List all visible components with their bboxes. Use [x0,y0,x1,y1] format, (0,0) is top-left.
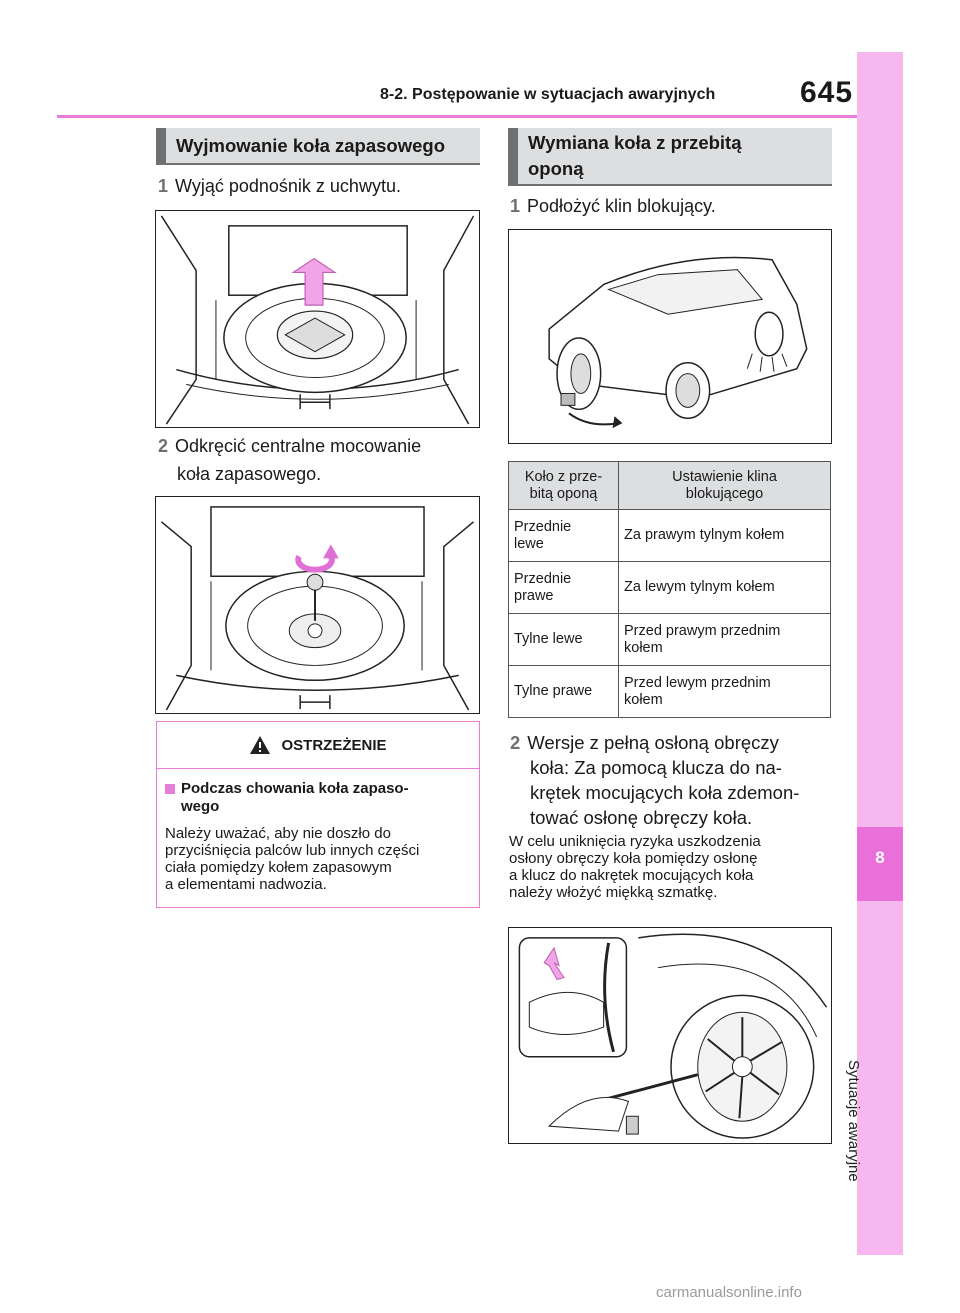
warning-box: OSTRZEŻENIE Podczas chowania koła zapaso… [156,721,480,908]
page-number: 645 [800,76,854,109]
chapter-tab [857,827,903,901]
figure-remove-jack [155,210,480,428]
warning-subtitle: Podczas chowania koła zapaso-wego [165,780,469,816]
table-cell: Za lewym tylnym kołem [618,561,831,614]
chapter-title: Sytuacje awaryjne [845,1060,862,1182]
watermark: carmanualsonline.info [656,1284,802,1301]
warning-header: OSTRZEŻENIE [157,722,479,769]
right-note: W celu uniknięcia ryzyka uszkodzenia osł… [509,833,761,901]
chapter-number: 8 [875,848,885,867]
figure-unscrew-spare [155,496,480,714]
header-rule [57,115,857,118]
table-cell: Tylne prawe [508,665,619,718]
table-cell: Tylne lewe [508,613,619,666]
warning-body: Należy uważać, aby nie doszło do przyciś… [165,825,420,893]
table-header-cell: Koło z prze-bitą oponą [508,461,619,510]
bullet-square-icon [165,784,175,794]
figure-wheel-cover-removal [508,927,832,1144]
section-header: 8-2. Postępowanie w sytuacjach awaryjnyc… [380,86,716,103]
chapter-side-bar [857,52,903,1255]
left-section-title: Wyjmowanie koła zapasowego [156,128,480,165]
warning-triangle-icon [250,736,271,754]
warning-title: OSTRZEŻENIE [281,736,387,754]
table-cell: Za prawym tylnym kołem [618,509,831,562]
figure-wheel-chock [508,229,832,444]
